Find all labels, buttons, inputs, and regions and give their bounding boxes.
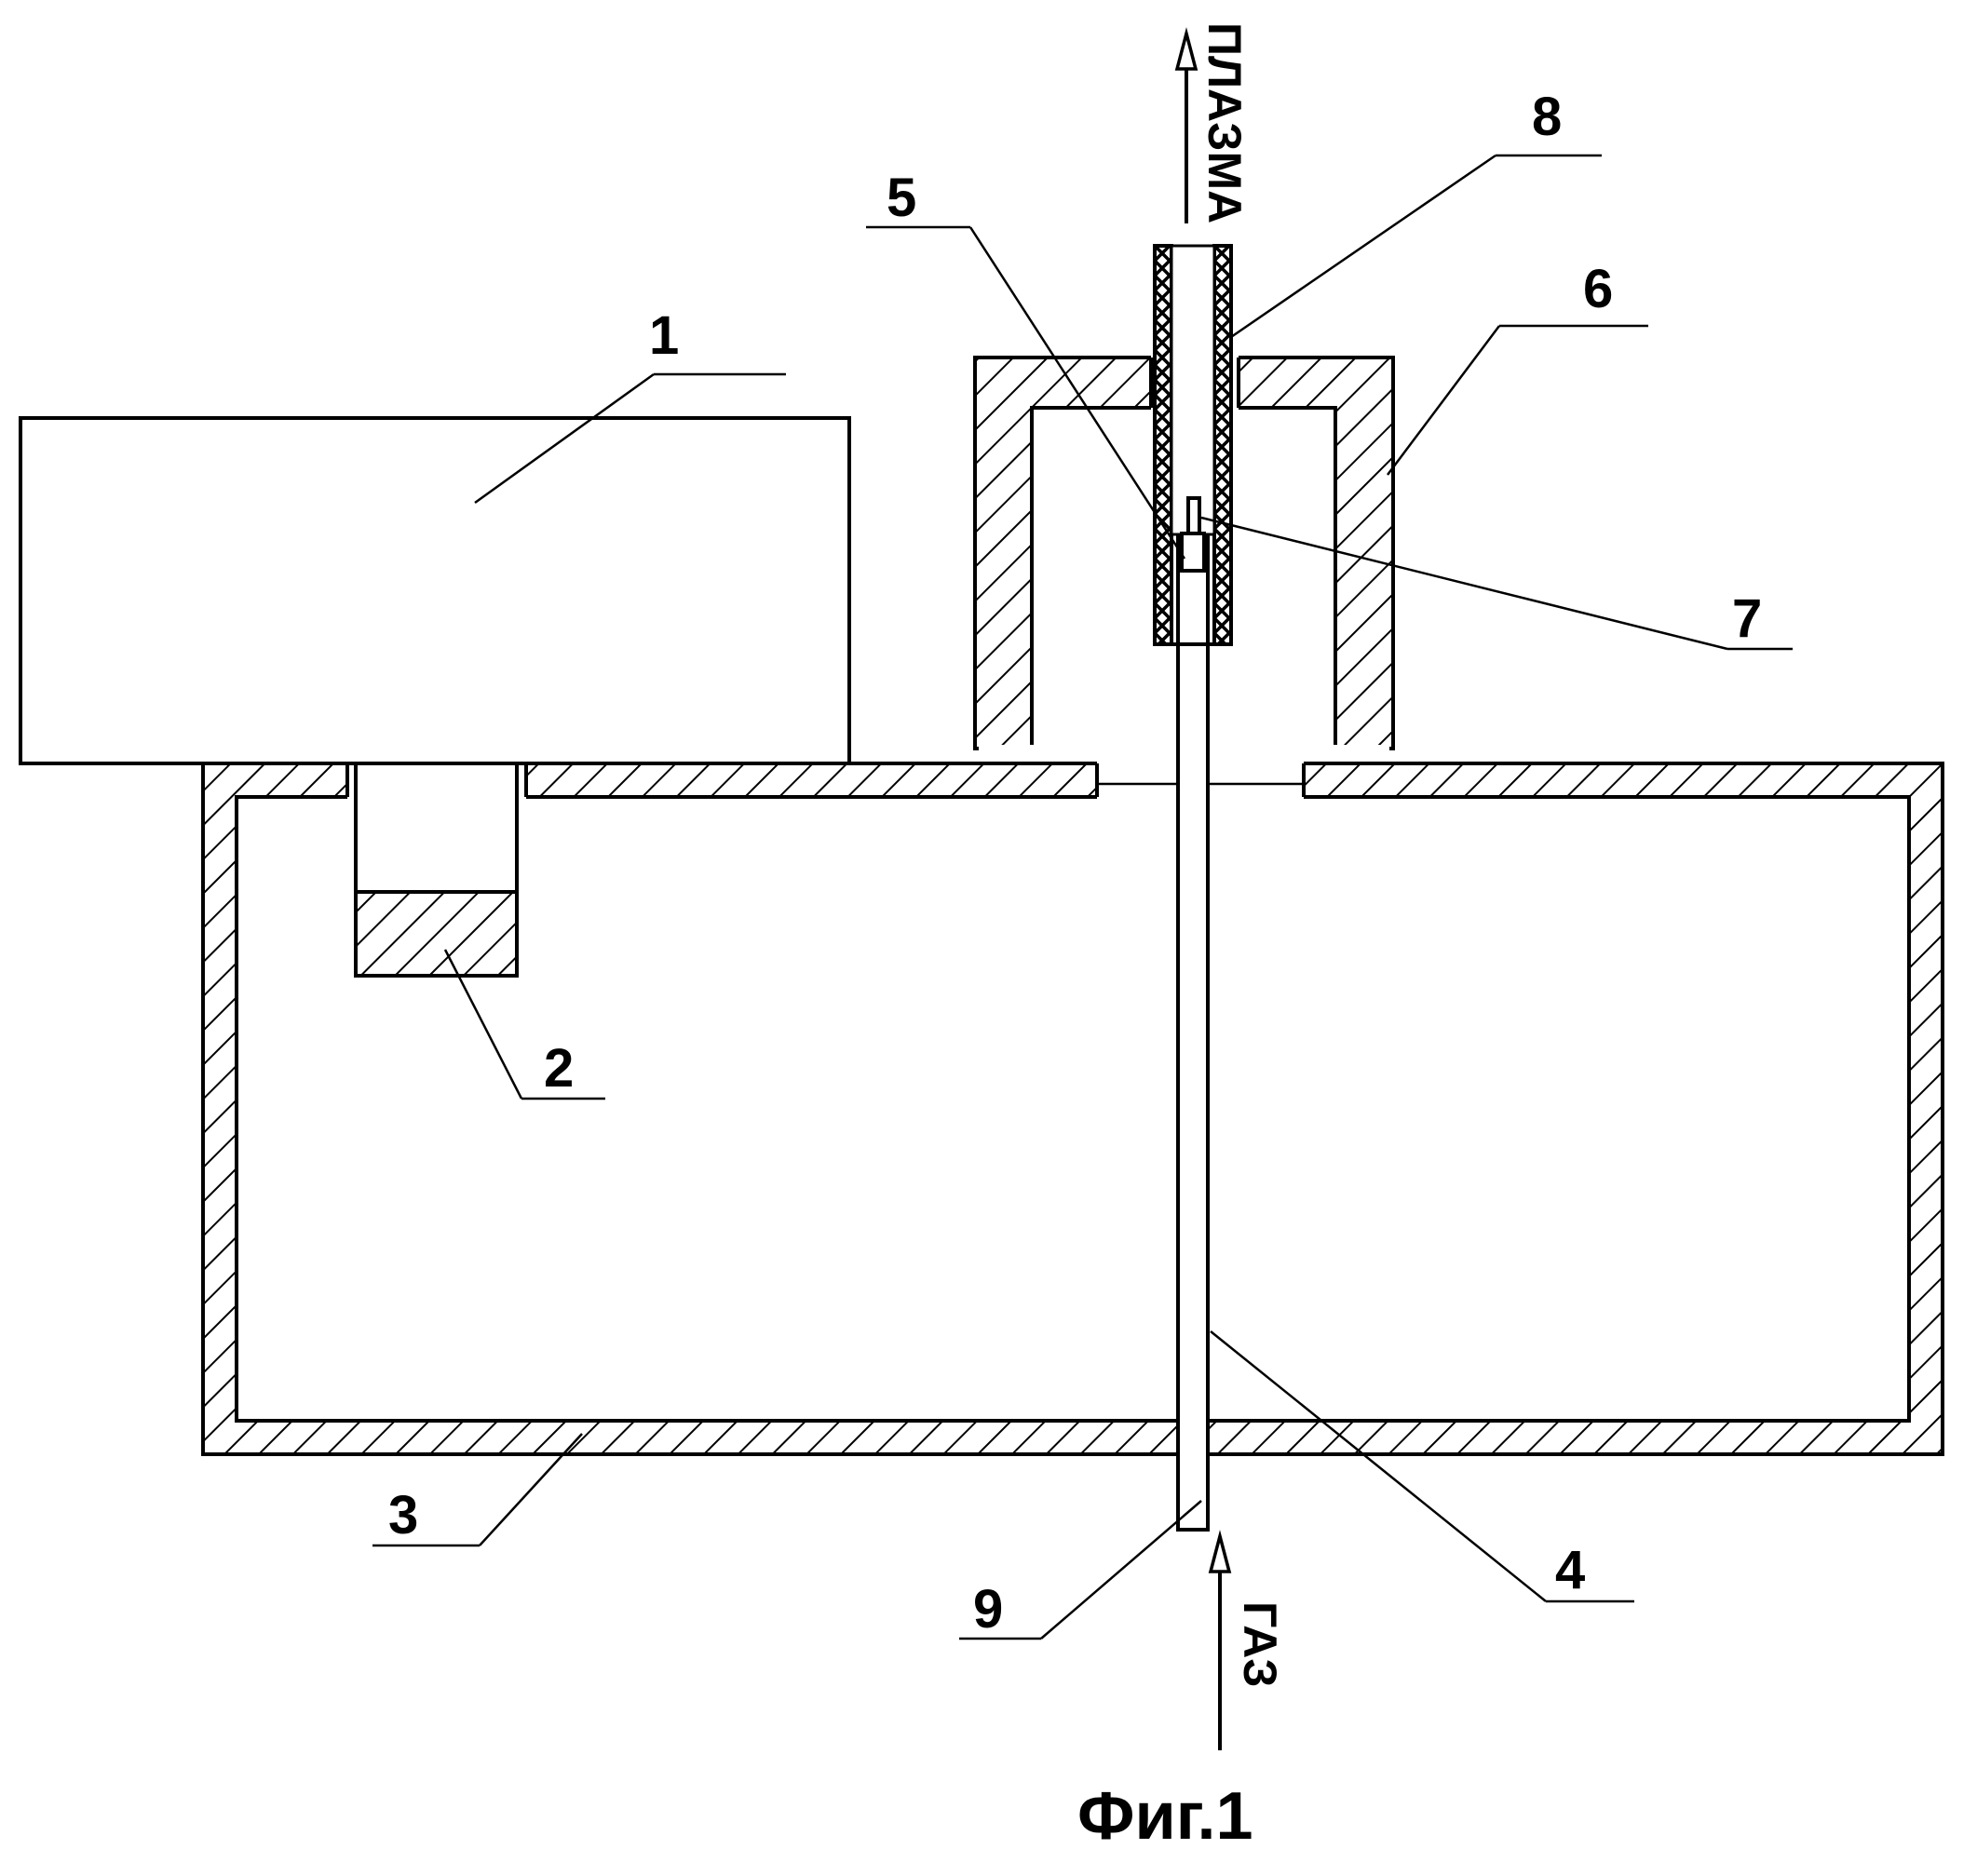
electrode-tip (1182, 533, 1204, 571)
label-7: 7 (1732, 588, 1762, 649)
figure-caption: Фиг.1 (1077, 1779, 1253, 1854)
main-chamber (203, 752, 1943, 1454)
label-9: 9 (973, 1579, 1003, 1640)
electrode-pin (1188, 498, 1199, 533)
label-3: 3 (388, 1485, 418, 1545)
label-8: 8 (1532, 87, 1562, 147)
label-6: 6 (1583, 259, 1613, 319)
gas-label: ГАЗ (1234, 1601, 1286, 1688)
plasma-label: ПЛАЗМА (1198, 22, 1251, 223)
gas-tube (1178, 533, 1208, 1530)
plasma-arrow (1177, 34, 1196, 223)
label-4: 4 (1555, 1540, 1585, 1600)
generator-block (20, 418, 849, 763)
label-2: 2 (544, 1038, 574, 1099)
label-1: 1 (649, 305, 679, 366)
label-5: 5 (887, 168, 916, 228)
gas-arrow (1211, 1536, 1229, 1750)
